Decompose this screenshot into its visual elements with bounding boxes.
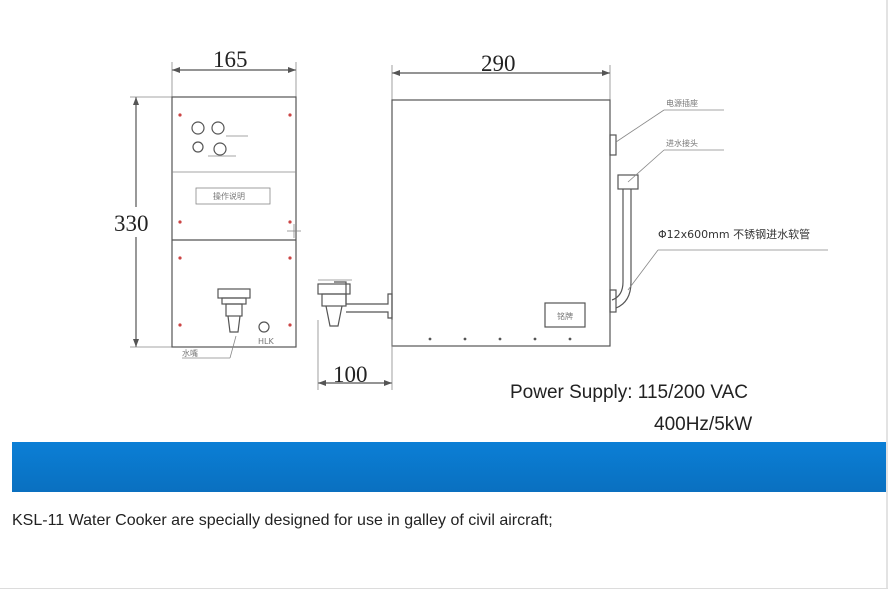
water-inlet [617, 174, 639, 190]
instruction-plate [195, 187, 271, 205]
power-supply-line2: 400Hz/5kW [654, 414, 752, 435]
hose-line [611, 189, 624, 301]
nameplate-label: 铭牌 [557, 311, 573, 321]
knob-icon [192, 141, 204, 153]
drain-icon [258, 321, 270, 333]
faucet-label: 水嘴 [182, 348, 198, 358]
front-view-body [171, 96, 297, 348]
switch-icon [213, 142, 227, 156]
power-socket [609, 134, 617, 156]
hose-label: Φ12x600mm 不锈钢进水软管 [658, 227, 810, 241]
blue-banner [12, 442, 888, 492]
indicator-light-2 [211, 121, 225, 135]
product-caption: KSL-11 Water Cooker are specially design… [12, 512, 553, 529]
technical-drawing: 165 330 [12, 0, 888, 442]
dimension-diagram: 165 330 [112, 47, 828, 435]
indicator-light-1 [191, 121, 205, 135]
power-socket-label: 电源插座 [666, 98, 698, 108]
side-width-label: 290 [481, 51, 516, 76]
water-inlet-label: 进水接头 [666, 138, 698, 148]
bottom-divider [0, 588, 888, 608]
nameplate [544, 302, 586, 328]
power-supply-line1: Power Supply: 115/200 VAC [510, 382, 748, 403]
front-height-label: 330 [114, 211, 149, 236]
front-width-label: 165 [213, 47, 248, 72]
side-spout [334, 281, 393, 319]
faucet-head [217, 288, 251, 299]
side-view-body [391, 99, 611, 347]
spout-offset-label: 100 [333, 362, 368, 387]
svg-text:HLK: HLK [258, 337, 274, 346]
page-edge [886, 0, 888, 588]
instruction-plate-label: 操作说明 [213, 191, 245, 201]
